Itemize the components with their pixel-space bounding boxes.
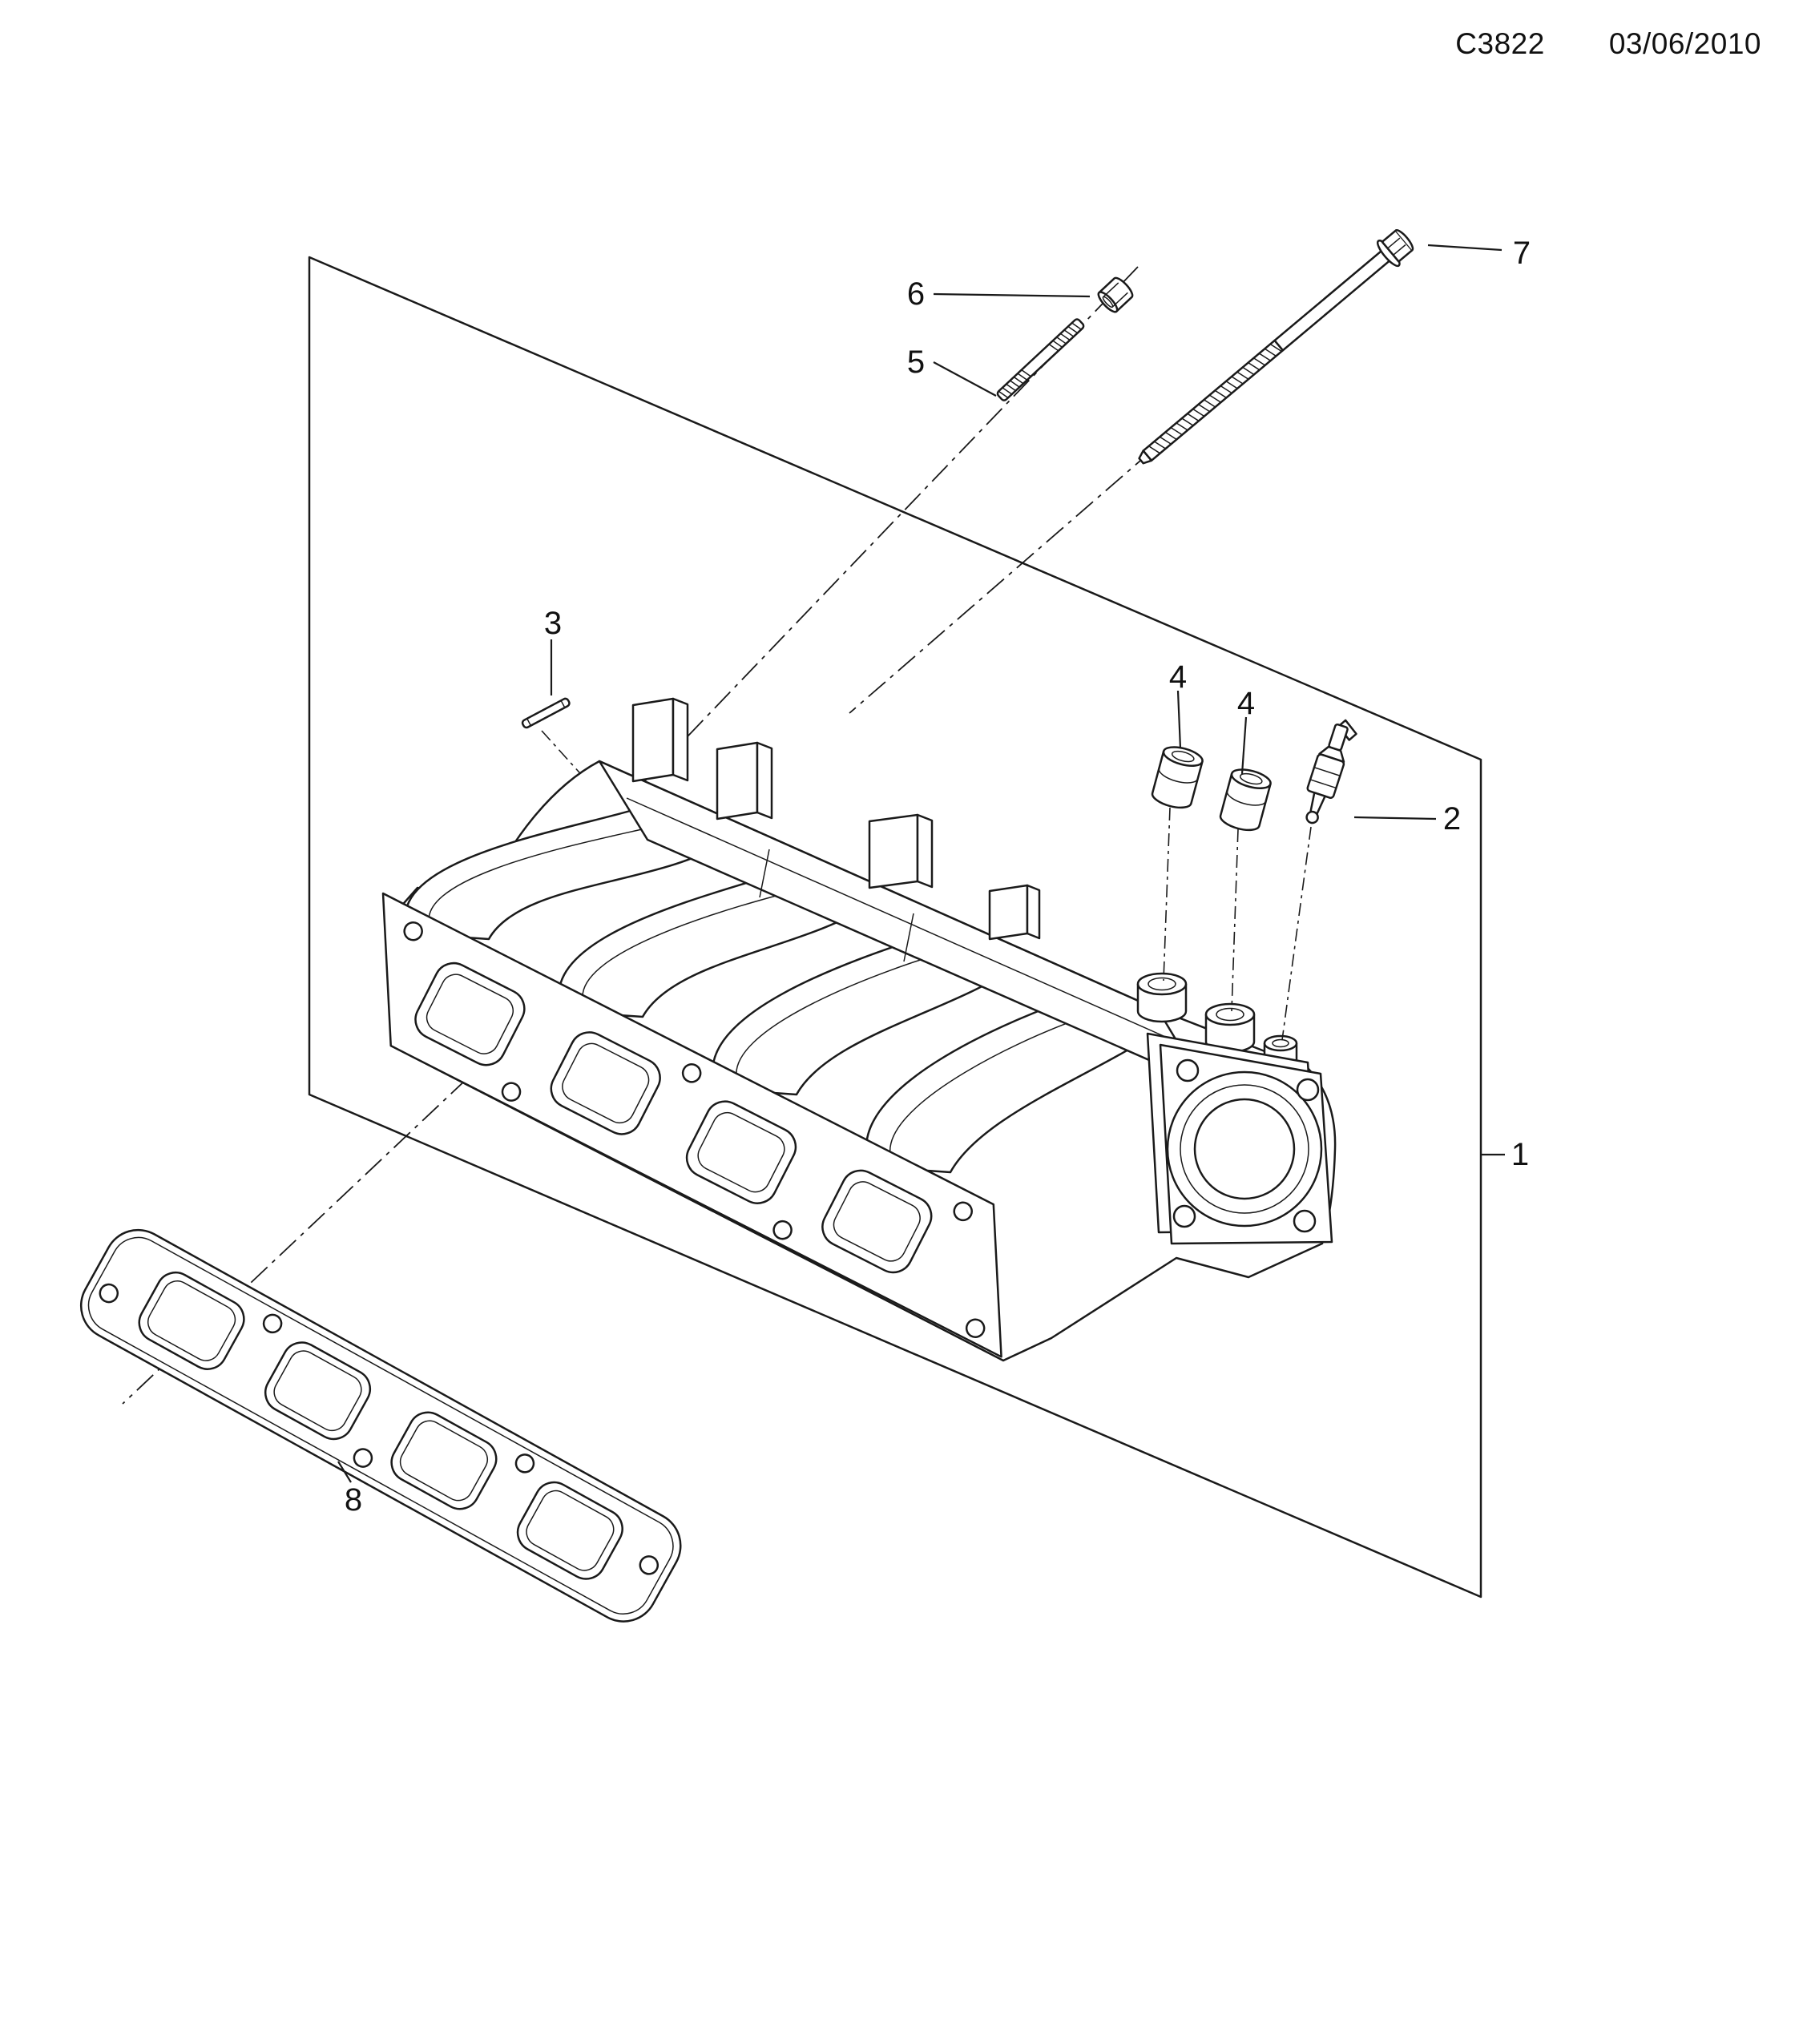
callout-2: 2 (1442, 801, 1462, 837)
part-2-valve (1305, 719, 1357, 824)
callout-7: 7 (1512, 236, 1531, 271)
callout-8: 8 (344, 1482, 363, 1518)
callout-5: 5 (906, 345, 926, 380)
part-7-bolt (1138, 229, 1414, 465)
callout-3: 3 (543, 606, 563, 641)
manifold-runners (404, 804, 1160, 1174)
part-1-intake-manifold (381, 697, 1337, 1362)
part-3-pin (521, 697, 571, 729)
callout-4a: 4 (1168, 659, 1188, 695)
manifold-throttle-flange (1146, 1032, 1333, 1245)
document-code: C3822 (1455, 27, 1545, 60)
page-header: C3822 03/06/2010 (1455, 27, 1761, 61)
leader-lines (337, 244, 1505, 1483)
part-5-stud (996, 318, 1085, 401)
manifold-top-lugs (631, 697, 1041, 941)
callout-1: 1 (1511, 1137, 1530, 1172)
callout-6: 6 (906, 276, 926, 312)
callout-4b: 4 (1236, 686, 1256, 721)
port-centerlines (1163, 807, 1312, 1041)
part-8-gasket (79, 1228, 682, 1623)
part-6-nut (1097, 276, 1134, 313)
document-date: 03/06/2010 (1608, 27, 1761, 60)
frame-border (308, 256, 1482, 1599)
manifold-mounting-flange (381, 892, 1002, 1358)
part-4-seal-a (1151, 746, 1204, 809)
part-4-seal-b (1219, 768, 1272, 832)
